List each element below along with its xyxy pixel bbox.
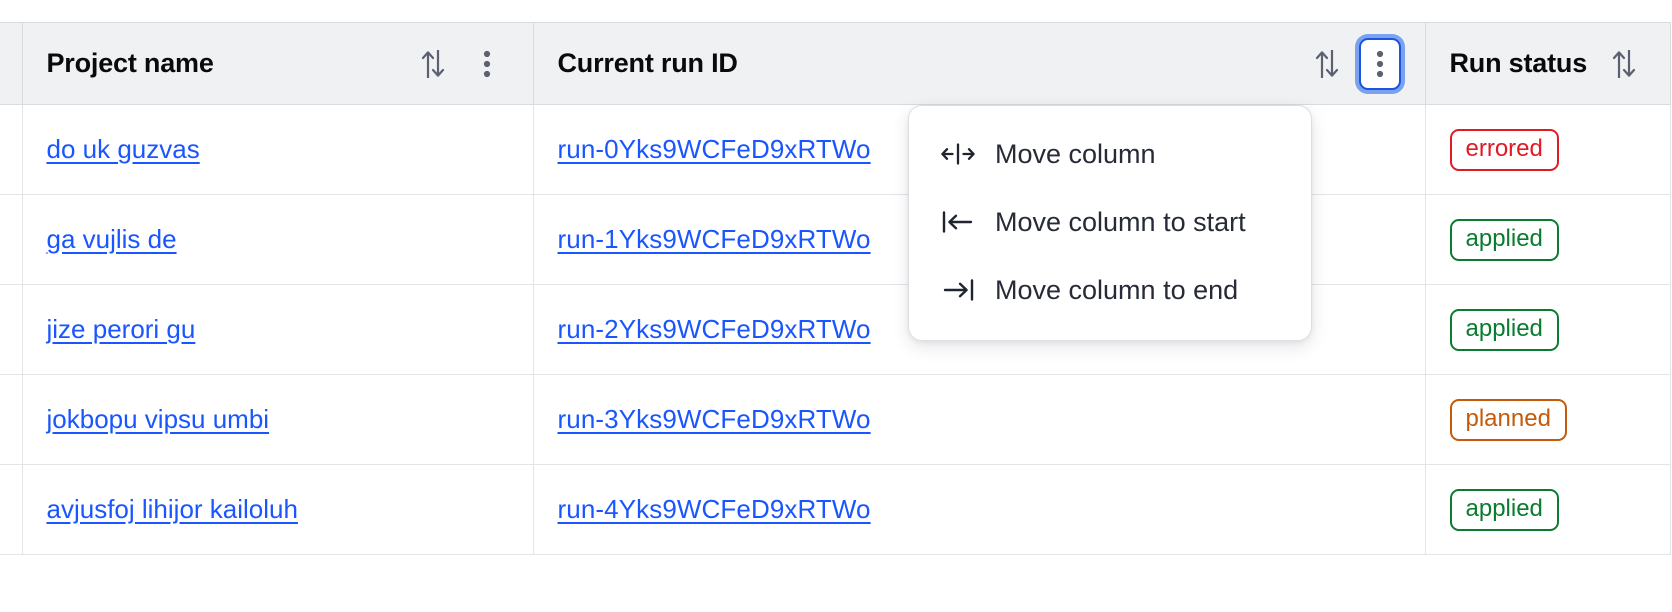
column-tools-run-status: [1602, 42, 1646, 86]
row-select-cell: [0, 374, 23, 465]
status-badge: applied: [1449, 308, 1559, 351]
table-row[interactable]: avjusfoj lihijor kailoluh run-4Yks9WCFeD…: [0, 464, 1671, 555]
row-select-cell: [0, 464, 23, 555]
kebab-menu-icon[interactable]: [1358, 37, 1401, 90]
status-badge: planned: [1449, 398, 1567, 441]
row-select-cell: [0, 194, 23, 285]
projects-table: Project name: [0, 22, 1671, 555]
row-select-cell: [0, 284, 23, 375]
column-tools-project-name: [411, 42, 509, 86]
table-row[interactable]: jokbopu vipsu umbi run-3Yks9WCFeD9xRTWo …: [0, 374, 1671, 465]
column-header-label-run-status: Run status: [1449, 48, 1588, 78]
project-name-link[interactable]: jize perori gu: [46, 314, 196, 344]
cell-project-name: avjusfoj lihijor kailoluh: [22, 464, 534, 555]
sort-arrows-icon[interactable]: [1602, 42, 1646, 86]
menu-item-label: Move column to start: [995, 206, 1246, 237]
column-header-label-project-name: Project name: [46, 48, 214, 78]
menu-item-move-column-to-start[interactable]: Move column to start: [909, 188, 1311, 256]
menu-item-label: Move column to end: [995, 274, 1239, 305]
cell-run-status: applied: [1425, 194, 1671, 285]
cell-project-name: jize perori gu: [22, 284, 534, 375]
table-header: Project name: [0, 22, 1671, 105]
sort-arrows-icon[interactable]: [1305, 42, 1349, 86]
menu-item-label: Move column: [995, 138, 1156, 169]
projects-table-container: Project name: [0, 22, 1672, 555]
menu-item-move-column[interactable]: Move column: [909, 120, 1311, 188]
run-id-link[interactable]: run-4Yks9WCFeD9xRTWo: [557, 494, 871, 524]
cell-run-status: errored: [1425, 104, 1671, 195]
cell-project-name: ga vujlis de: [22, 194, 534, 285]
column-context-menu: Move column Move column to start Mov: [908, 105, 1312, 341]
cell-current-run-id: run-4Yks9WCFeD9xRTWo: [533, 464, 1426, 555]
table-body: do uk guzvas run-0Yks9WCFeD9xRTWo errore…: [0, 104, 1671, 555]
status-badge: applied: [1449, 218, 1559, 261]
cell-project-name: do uk guzvas: [22, 104, 534, 195]
project-name-link[interactable]: jokbopu vipsu umbi: [46, 404, 270, 434]
cell-run-status: applied: [1425, 284, 1671, 375]
sort-arrows-icon[interactable]: [411, 42, 455, 86]
project-name-link[interactable]: ga vujlis de: [46, 224, 177, 254]
table-row[interactable]: do uk guzvas run-0Yks9WCFeD9xRTWo errore…: [0, 104, 1671, 195]
table-row[interactable]: jize perori gu run-2Yks9WCFeD9xRTWo appl…: [0, 284, 1671, 375]
table-row[interactable]: ga vujlis de run-1Yks9WCFeD9xRTWo applie…: [0, 194, 1671, 285]
menu-item-move-column-to-end[interactable]: Move column to end: [909, 256, 1311, 324]
cell-run-status: planned: [1425, 374, 1671, 465]
move-column-icon: [941, 143, 975, 165]
cell-project-name: jokbopu vipsu umbi: [22, 374, 534, 465]
run-id-link[interactable]: run-3Yks9WCFeD9xRTWo: [557, 404, 871, 434]
cell-current-run-id: run-3Yks9WCFeD9xRTWo: [533, 374, 1426, 465]
column-header-label-current-run-id: Current run ID: [557, 48, 738, 78]
status-badge: applied: [1449, 488, 1559, 531]
status-badge: errored: [1449, 128, 1559, 171]
column-header-run-status[interactable]: Run status: [1425, 22, 1671, 105]
row-select-cell: [0, 104, 23, 195]
move-column-to-start-icon: [941, 211, 975, 233]
column-tools-current-run-id: [1305, 37, 1401, 90]
move-column-to-end-icon: [941, 279, 975, 301]
column-header-project-name[interactable]: Project name: [22, 22, 534, 105]
table-header-row: Project name: [0, 22, 1671, 105]
row-select-header-cell: [0, 22, 23, 105]
run-id-link[interactable]: run-2Yks9WCFeD9xRTWo: [557, 314, 871, 344]
kebab-menu-icon[interactable]: [465, 42, 509, 86]
run-id-link[interactable]: run-1Yks9WCFeD9xRTWo: [557, 224, 871, 254]
project-name-link[interactable]: do uk guzvas: [46, 134, 200, 164]
column-header-current-run-id[interactable]: Current run ID: [533, 22, 1426, 105]
cell-run-status: applied: [1425, 464, 1671, 555]
run-id-link[interactable]: run-0Yks9WCFeD9xRTWo: [557, 134, 871, 164]
project-name-link[interactable]: avjusfoj lihijor kailoluh: [46, 494, 298, 524]
